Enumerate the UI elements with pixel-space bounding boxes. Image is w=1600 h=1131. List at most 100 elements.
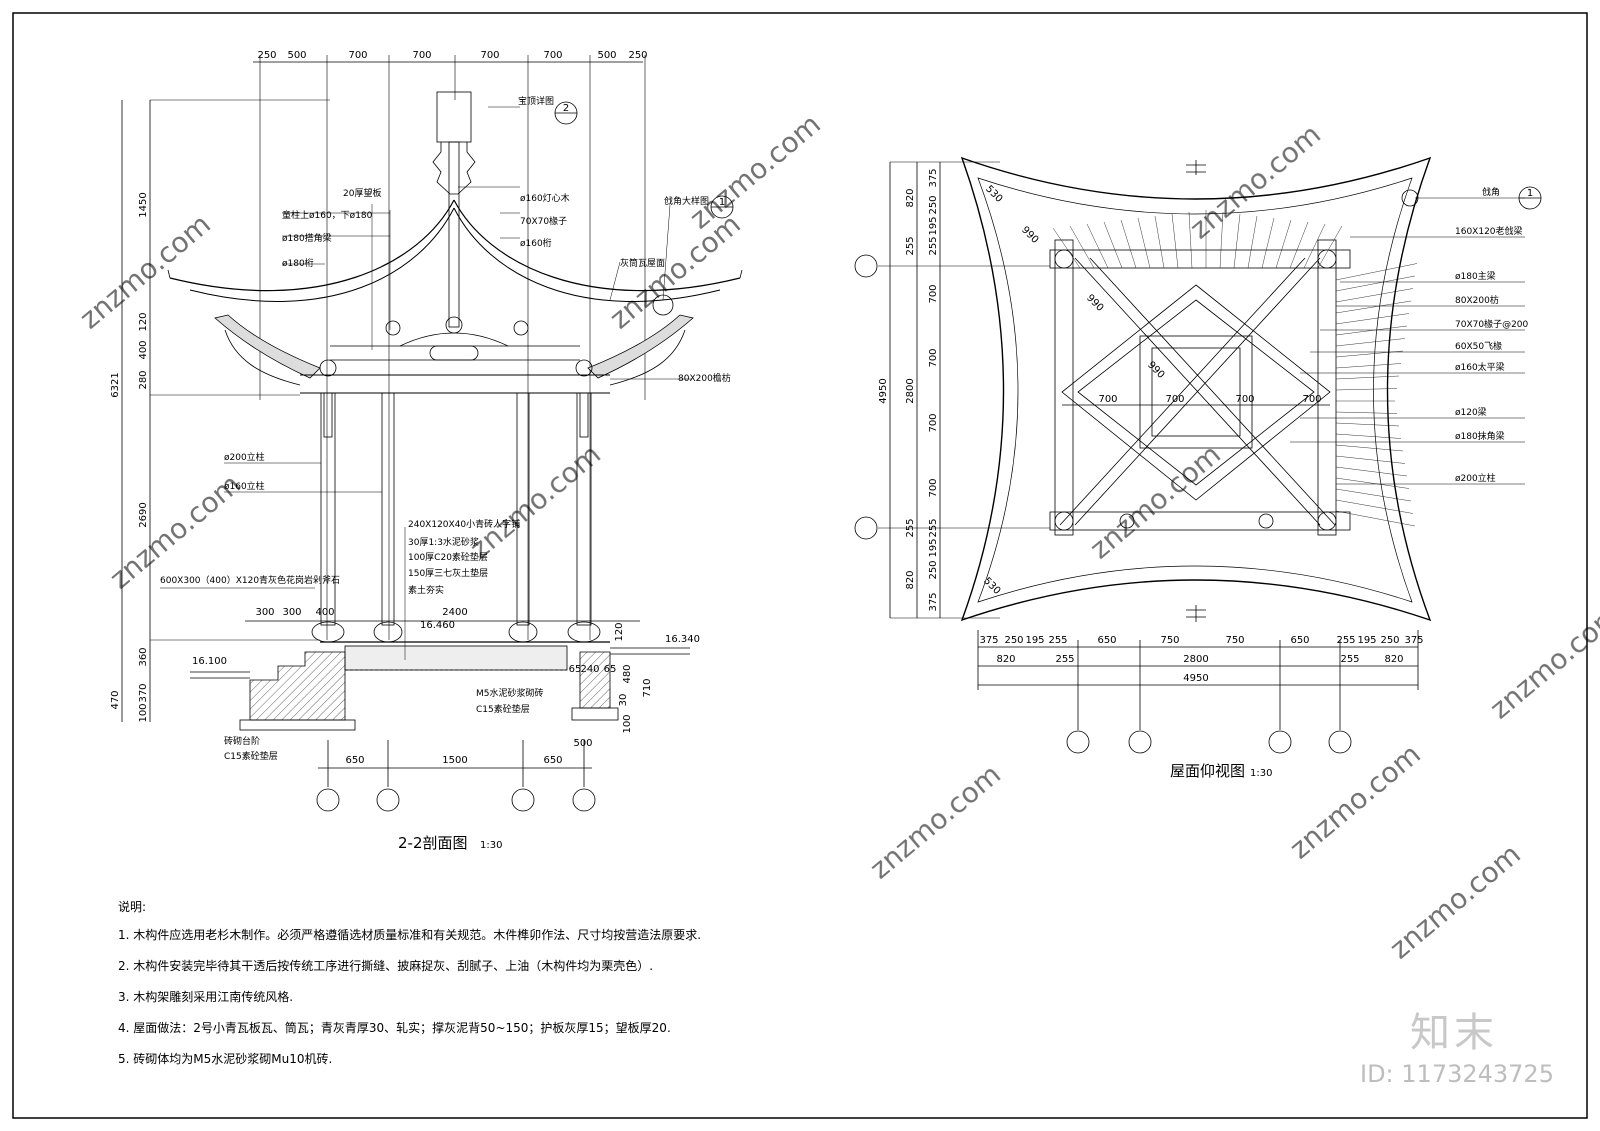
section-elevation: 16.340 <box>665 634 700 645</box>
plan-inner-dim: 700 <box>1235 394 1254 405</box>
section-left-dim: 1450 <box>138 192 149 217</box>
plan-left-dim: 195 <box>928 538 939 557</box>
plan-left-dim: 255 <box>905 518 916 537</box>
section-left-dim: 100 <box>138 703 149 722</box>
plan-label: ø120梁 <box>1455 406 1487 418</box>
note-item: 5. 砖砌体均为M5水泥砂浆砌Mu10机砖. <box>118 1052 333 1066</box>
section-label: ø180桁 <box>282 257 314 269</box>
plan-title: 屋面仰视图 <box>1170 762 1245 780</box>
section-left-dim: 120 <box>138 312 149 331</box>
section-top-dim: 700 <box>480 50 499 61</box>
plan-label: ø180主梁 <box>1455 270 1496 282</box>
section-callout: 2 <box>563 103 569 114</box>
section-label: 70X70椽子 <box>520 215 567 227</box>
section-left-dim: 400 <box>138 340 149 359</box>
site-watermark: znzmo.com <box>683 107 827 235</box>
note-item: 4. 屋面做法：2号小青瓦板瓦、筒瓦；青灰青厚30、轧实；撑灰泥背50~150；… <box>118 1021 671 1035</box>
plan-left-dim: 700 <box>928 348 939 367</box>
plan-left-dim: 700 <box>928 284 939 303</box>
section-elevation: 16.460 <box>420 620 455 631</box>
section-plinth-dim: 300 <box>255 607 274 618</box>
plan-diagonal-dim: 990 <box>1084 293 1105 314</box>
plan-left-dim: 820 <box>905 570 916 589</box>
plan-left-dim: 700 <box>928 413 939 432</box>
section-label: 宝顶详图 <box>518 95 554 107</box>
section-right-dim: 30 <box>618 694 629 707</box>
plan-bottom-dim: 250 <box>1004 635 1023 646</box>
section-left-dim: 6321 <box>110 372 121 397</box>
plan-inner-dim: 700 <box>1165 394 1184 405</box>
section-label: ø200立柱 <box>224 451 265 463</box>
plan-inner-dim: 700 <box>1098 394 1117 405</box>
plan-left-dim: 700 <box>928 478 939 497</box>
section-label: 100厚C20素砼垫层 <box>408 551 488 563</box>
plan-diagonal-dim: 990 <box>1019 225 1040 246</box>
section-label: M5水泥砂浆砌砖 <box>476 687 544 699</box>
section-elevation: 16.100 <box>192 656 227 667</box>
plan-left-dim: 255 <box>928 236 939 255</box>
roof-plan-drawing <box>854 156 1542 754</box>
plan-inner-dim: 700 <box>1302 394 1321 405</box>
plan-label: 60X50飞椽 <box>1455 340 1502 352</box>
section-label: ø180搭角梁 <box>282 232 332 244</box>
section-label: C15素砼垫层 <box>476 703 530 715</box>
plan-bottom-dim: 255 <box>1048 635 1067 646</box>
section-top-dim: 700 <box>412 50 431 61</box>
section-top-dim: 500 <box>597 50 616 61</box>
section-plinth-dim: 400 <box>315 607 334 618</box>
plan-scale: 1:30 <box>1250 768 1272 779</box>
plan-label: 80X200枋 <box>1455 294 1499 306</box>
section-top-dim: 250 <box>628 50 647 61</box>
plan-label: ø180抹角梁 <box>1455 430 1505 442</box>
section-top-dim: 700 <box>543 50 562 61</box>
note-item: 2. 木构件安装完毕待其干透后按传统工序进行撕缝、披麻捉灰、刮腻子、上油（木构件… <box>118 959 654 973</box>
site-watermark: znzmo.com <box>1383 837 1527 965</box>
section-label: C15素砼垫层 <box>224 750 278 762</box>
plan-left-dim: 255 <box>905 236 916 255</box>
plan-bottom-dim: 375 <box>1404 635 1423 646</box>
site-watermark: znzmo.com <box>1083 437 1227 565</box>
section-title: 2-2剖面图 <box>398 834 468 852</box>
site-watermark: znzmo.com <box>463 437 607 565</box>
plan-bottom-dim: 750 <box>1160 635 1179 646</box>
plan-bottom-dim: 195 <box>1025 635 1044 646</box>
section-top-dim: 500 <box>287 50 306 61</box>
notes-list: 1. 木构件应选用老杉木制作。必须严格遵循选材质量标准和有关规范。木件榫卯作法、… <box>118 925 701 1080</box>
section-label: 80X200檐枋 <box>678 372 731 384</box>
section-top-dim: 700 <box>348 50 367 61</box>
plan-label: 70X70椽子@200 <box>1455 318 1529 330</box>
brand-watermark: 知末 <box>1410 1010 1498 1056</box>
plan-callout: 1 <box>1527 188 1533 199</box>
notes-title: 说明: <box>118 900 147 914</box>
section-bottom-dim: 1500 <box>442 755 467 766</box>
section-right-dim: 500 <box>573 738 592 749</box>
plan-bottom-dim: 820 <box>1384 654 1403 665</box>
plan-label: ø160太平梁 <box>1455 361 1505 373</box>
section-label: 童柱上ø160，下ø180 <box>282 209 373 221</box>
plan-bottom-dim: 250 <box>1380 635 1399 646</box>
section-plinth-dim: 2400 <box>442 607 467 618</box>
section-label: 砖砌台阶 <box>224 735 260 747</box>
sheet-border <box>12 12 1588 1119</box>
section-label: 戗角大样图 <box>664 195 709 207</box>
plan-left-dim: 255 <box>928 518 939 537</box>
section-right-dim: 240 <box>580 664 599 675</box>
site-watermark: znzmo.com <box>603 207 747 335</box>
plan-left-dim: 250 <box>928 195 939 214</box>
section-left-dim: 470 <box>110 690 121 709</box>
plan-diagonal-dim: 530 <box>981 576 1002 597</box>
note-item: 3. 木构架雕刻采用江南传统风格. <box>118 990 294 1004</box>
section-right-dim: 65 <box>604 664 617 675</box>
plan-bottom-dim: 2800 <box>1183 654 1208 665</box>
section-bottom-dim: 650 <box>345 755 364 766</box>
section-callout: 1 <box>719 197 725 208</box>
plan-left-dim: 4950 <box>878 378 889 403</box>
id-watermark: ID: 1173243725 <box>1360 1060 1554 1088</box>
note-item: 1. 木构件应选用老杉木制作。必须严格遵循选材质量标准和有关规范。木件榫卯作法、… <box>118 928 702 942</box>
site-watermark: znzmo.com <box>1283 737 1427 865</box>
section-top-dim: 250 <box>257 50 276 61</box>
section-right-dim: 100 <box>622 714 633 733</box>
plan-label: 戗角 <box>1482 186 1500 198</box>
plan-bottom-dim: 650 <box>1097 635 1116 646</box>
